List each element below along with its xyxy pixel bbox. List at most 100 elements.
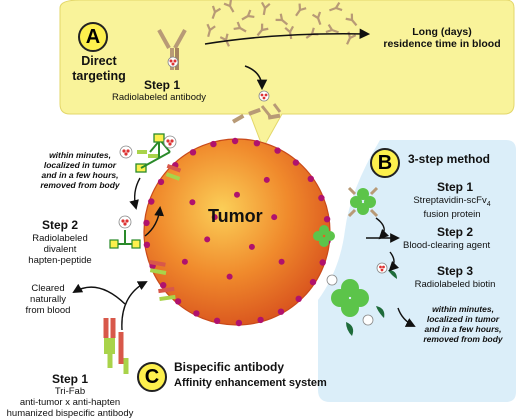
antigen-dot <box>143 219 150 227</box>
b-note-arrow <box>397 307 416 327</box>
antigen-dot <box>278 258 285 265</box>
antigen-dot <box>157 178 165 186</box>
antigen-dot <box>234 191 240 198</box>
cleared-label: Cleared naturally from blood <box>25 283 71 317</box>
cloud-antibody-icon <box>223 0 235 13</box>
cloud-antibody-icon <box>260 1 271 16</box>
section-b-note: within minutes, localized in tumor and i… <box>423 304 503 345</box>
descending-antibodies <box>258 90 282 117</box>
antigen-dot <box>323 216 331 223</box>
b-step1-arrow <box>375 217 390 240</box>
bound-bispecifics-left <box>149 260 176 302</box>
b-step3-arrow <box>388 251 400 272</box>
residence-arrow <box>204 28 371 45</box>
antigen-dot <box>318 194 325 202</box>
cloud-antibody-icon <box>241 9 255 21</box>
antigen-dot <box>309 278 317 286</box>
cloud-antibody-icon <box>256 23 269 37</box>
antigen-dot <box>213 317 221 324</box>
antigen-dot <box>319 259 326 266</box>
section-c-badge: C <box>137 362 167 392</box>
antibody-cloud <box>206 0 358 47</box>
hapten-peptide-icon <box>109 230 141 249</box>
antigen-dot <box>181 258 188 265</box>
section-a-badge: A <box>78 22 108 52</box>
to-tumor-arrow <box>244 65 268 91</box>
hapten-radiolabel-upper <box>119 145 133 159</box>
cloud-antibody-icon <box>233 21 247 33</box>
antigen-dot <box>148 198 155 205</box>
cloud-antibody-icon <box>211 5 222 19</box>
streptavidin-scfv-icon <box>347 186 379 218</box>
antigen-dot <box>295 295 302 302</box>
antigen-dot <box>263 176 270 183</box>
section-c-step1-title: Step 1 <box>51 372 88 386</box>
cloud-antibody-icon <box>275 13 289 26</box>
cleared-arrow <box>72 283 126 305</box>
residence-time-label: Long (days) residence time in blood <box>383 26 501 51</box>
antigen-dot <box>160 282 167 289</box>
step2-to-tumor-arrow <box>144 206 165 237</box>
antigen-dot <box>274 147 281 154</box>
tri-fab-icon <box>103 318 129 374</box>
antigen-dot <box>248 243 255 250</box>
cloud-antibody-icon <box>329 1 343 12</box>
hapten-peptide-label <box>118 215 132 229</box>
section-b-step3-title: Step 3 <box>436 264 473 278</box>
antigen-dot <box>253 140 261 147</box>
tumor-label: Tumor <box>208 206 263 226</box>
section-c-note: within minutes, localized in tumor and i… <box>40 150 120 191</box>
cloud-antibody-icon <box>311 11 322 25</box>
cloud-antibody-icon <box>325 23 339 34</box>
antigen-dot <box>210 140 217 148</box>
panel-a-background <box>59 0 515 150</box>
section-b-step2-desc: Blood-clearing agent <box>403 240 491 251</box>
section-b-step2-title: Step 2 <box>436 225 473 239</box>
antigen-dot <box>277 308 285 315</box>
antigen-dot <box>211 214 218 221</box>
antigen-dot <box>204 236 211 243</box>
antigen-dot <box>226 273 233 280</box>
section-b-step1-desc: Streptavidin-scFv4 fusion protein <box>413 195 491 221</box>
section-c-step2-desc: Radiolabeled divalent hapten-peptide <box>28 233 92 267</box>
section-c-subtitle: Affinity enhancement system <box>174 377 327 389</box>
bispecific-complex-upper <box>135 133 171 173</box>
section-a-step1-title: Step 1 <box>144 78 181 92</box>
cloud-antibody-icon <box>346 31 357 45</box>
antigen-dot <box>189 149 197 156</box>
radiolabeled-biotin-icon <box>376 262 397 279</box>
antigen-dot <box>143 241 151 248</box>
hapten-radiolabel-upper2 <box>163 135 177 149</box>
section-c-title: Bispecific antibody <box>174 360 285 374</box>
antigen-dot <box>257 316 264 324</box>
cloud-antibody-icon <box>206 23 216 38</box>
antigen-dot <box>307 175 314 182</box>
antigen-dot <box>231 137 239 145</box>
section-b-step3-desc: Radiolabeled biotin <box>414 279 496 290</box>
cloud-antibody-icon <box>345 13 358 27</box>
tumor-antigens <box>143 137 331 327</box>
cloud-antibody-icon <box>295 3 307 17</box>
antigen-dot <box>271 214 278 221</box>
tri-fab-to-tumor-arrow <box>121 281 148 331</box>
bound-complex-b-icon <box>326 274 385 336</box>
antigen-dot <box>235 319 243 327</box>
radiolabel-icon <box>167 56 179 68</box>
antigen-dot <box>174 298 182 305</box>
section-c-step2-title: Step 2 <box>41 218 78 232</box>
antigen-dot <box>193 310 200 317</box>
bound-antibodies-top <box>232 107 281 124</box>
section-c-step1-desc: Tri-Fab anti-tumor x anti-hapten humaniz… <box>6 386 134 420</box>
section-b-step1-title: Step 1 <box>436 180 473 194</box>
antigen-dot <box>292 159 300 166</box>
antigen-dot <box>189 199 196 206</box>
section-b-badge: B <box>370 148 400 178</box>
bispecific-on-tumor-upper <box>165 164 182 181</box>
upper-note-arrow <box>129 177 141 210</box>
section-b-title: 3-step method <box>408 152 491 166</box>
section-a-title: Direct targeting <box>72 54 126 83</box>
bound-streptavidin-icon <box>313 225 335 247</box>
section-a-step1-desc: Radiolabeled antibody <box>112 92 207 103</box>
